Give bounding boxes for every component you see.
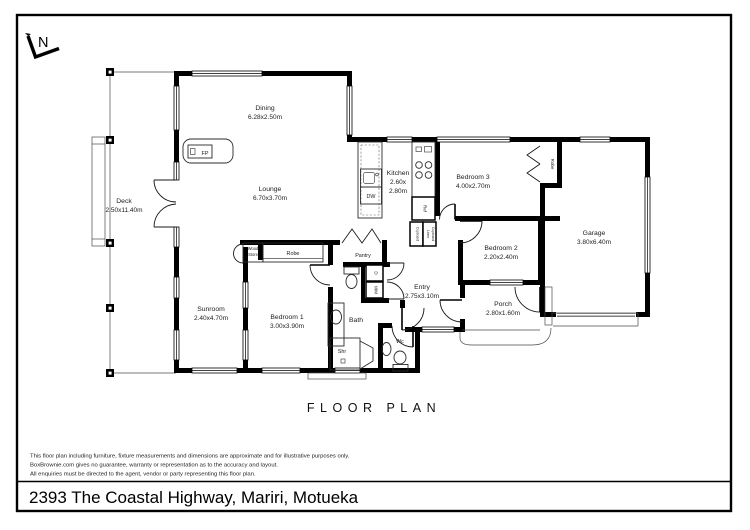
dishwasher-label: DW [367, 194, 377, 200]
linen-cupboard-label-1: Linen [426, 230, 430, 238]
deck-outline [91, 68, 176, 377]
room-label-bedroom1: Bedroom 1 [270, 314, 303, 321]
room-label-bedroom2: Bedroom 2 [484, 245, 517, 252]
garage-porch-door [514, 286, 541, 313]
room-label-entry: Entry [414, 284, 430, 291]
room-dims-kitchen-1: 2.60x [390, 179, 407, 186]
fridge-label: Ref [423, 205, 428, 213]
shower-label: Shr [338, 349, 347, 355]
property-address: 2393 The Coastal Highway, Mariri, Motuek… [29, 488, 359, 507]
north-label: N [38, 35, 48, 51]
wc-door [391, 325, 414, 348]
room-label-sunroom: Sunroom [197, 306, 225, 313]
doors [153, 145, 541, 348]
shower [329, 337, 374, 371]
kitchen-island: DW [357, 141, 383, 219]
bedroom3-robe-doors [526, 145, 541, 183]
disclaimer-line-2: BoxBrownie.com gives no guarantee, warra… [30, 463, 278, 469]
rear-step [307, 372, 367, 380]
entry-door [439, 299, 463, 323]
wc-fixtures [381, 342, 409, 372]
wood-store-door [233, 243, 244, 264]
wood-store: Wood Store [242, 242, 264, 263]
room-dims-bedroom3: 4.00x2.70m [456, 183, 490, 190]
room-dims-entry: 2.75x3.10m [405, 293, 439, 300]
room-label-deck: Deck [116, 198, 132, 205]
room-dims-dining: 6.28x2.50m [248, 114, 282, 121]
washing-machine-label: WM [374, 286, 379, 294]
linen-cupboard-label-2: Cupboard [431, 227, 435, 241]
bedroom3-door [439, 203, 456, 220]
bath-door [401, 307, 425, 331]
wood-store-label-1: Wood [248, 246, 259, 251]
disclaimer-line-1: This floor plan including furniture, fix… [30, 454, 350, 460]
page-border [15, 13, 733, 513]
deck-steps [91, 136, 106, 247]
fireplace: FP [182, 138, 234, 164]
bedroom3-robe-label: Robe [550, 159, 555, 170]
laundry-cupboard-doors [386, 262, 405, 300]
french-door-deck [153, 179, 177, 228]
room-dims-bedroom1: 3.00x3.90m [270, 323, 304, 330]
room-dims-sunroom: 2.40x4.70m [194, 315, 228, 322]
hall-cupboards: Cupboard Linen Cupboard [409, 221, 437, 247]
kitchen-bench [411, 141, 436, 198]
room-label-lounge: Lounge [259, 186, 282, 193]
north-arrow-icon: N [25, 33, 60, 60]
room-label-dining: Dining [255, 105, 274, 112]
room-dims-deck: 2.50x11.40m [105, 207, 142, 214]
bath-vanity [327, 302, 345, 347]
fridge: Ref [411, 196, 436, 221]
room-label-porch: Porch [494, 301, 512, 308]
room-label-wc: Wc [396, 339, 404, 345]
cupboard-label: Cupboard [416, 227, 420, 241]
room-label-garage: Garage [583, 230, 606, 237]
fireplace-label: FP [202, 151, 209, 157]
room-label-kitchen: Kitchen [387, 170, 410, 177]
bath-toilet [343, 266, 360, 289]
porch-path [459, 286, 639, 346]
bedroom2-door [459, 220, 483, 244]
deck-posts [106, 68, 114, 377]
room-dims-porch: 2.80x1.60m [486, 310, 520, 317]
bedroom1-door [309, 264, 331, 286]
room-dims-kitchen-2: 2.80m [389, 188, 407, 195]
laundry-appliances: D WM [365, 264, 384, 299]
disclaimer-line-3: All enquiries must be directed to the ag… [30, 472, 256, 478]
room-dims-lounge: 6.70x3.70m [253, 195, 287, 202]
bedroom1-robe: Robe [262, 242, 324, 263]
dryer-label: D [374, 271, 379, 275]
room-labels: Dining 6.28x2.50m Lounge 6.70x3.70m Kitc… [105, 105, 611, 355]
room-label-bath: Bath [349, 317, 363, 324]
bedroom1-robe-label: Robe [287, 251, 300, 257]
room-dims-garage: 3.80x6.40m [577, 239, 611, 246]
windows [173, 70, 651, 374]
room-label-bedroom3: Bedroom 3 [456, 174, 489, 181]
wood-store-label-2: Store [248, 252, 259, 257]
pantry-bifold-doors [341, 228, 382, 244]
room-label-pantry: Pantry [355, 253, 371, 259]
footer: FLOOR PLAN This floor plan including fur… [17, 401, 731, 507]
fixtures: FP DW Ref Cupboar [182, 138, 639, 380]
room-dims-bedroom2: 2.20x2.40m [484, 254, 518, 261]
plan-title: FLOOR PLAN [307, 401, 441, 415]
